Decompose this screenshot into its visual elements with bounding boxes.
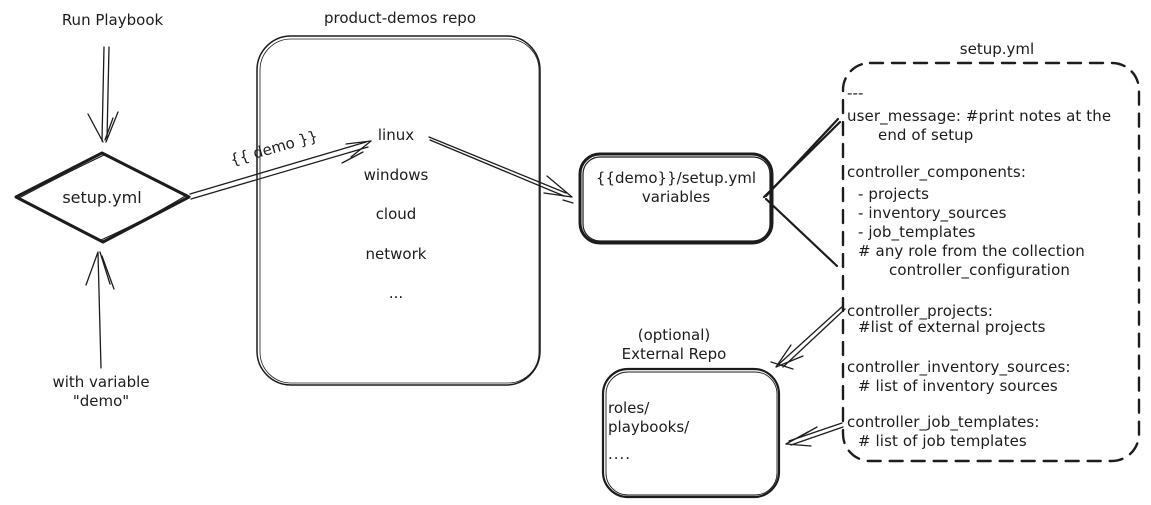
repo-item-list: linux windows cloud network ...	[336, 126, 456, 324]
run-playbook-arrow	[87, 46, 119, 143]
yaml-line: - projects	[858, 185, 930, 203]
product-demos-repo-box-shape	[256, 35, 541, 386]
with-variable-line1: with variable	[52, 373, 150, 391]
with-variable-line2: "demo"	[72, 391, 130, 410]
yaml-line: # list of inventory sources	[858, 377, 1058, 395]
external-repo-title: (optional) External Repo	[604, 326, 744, 364]
repo-item-windows: windows	[363, 165, 429, 184]
product-demos-repo-title: product-demos repo	[324, 9, 476, 27]
yaml-line: user_message: #print notes at the	[847, 107, 1112, 125]
yaml-line: ---	[847, 84, 864, 102]
variables-box-label: {{demo}}/setup.yml variables	[586, 169, 766, 207]
yaml-line: controller_projects:	[847, 302, 993, 320]
with-variable-label: with variable "demo"	[40, 373, 162, 411]
repo-item-ellipsis: ...	[388, 284, 404, 302]
variables-box-line1: {{demo}}/setup.yml	[595, 169, 757, 187]
projects-to-external-arrow	[770, 305, 846, 370]
yaml-line: controller_configuration	[889, 261, 1070, 279]
setup-yml-diamond-shape	[14, 151, 191, 244]
setup-yml-content: --- user_message: #print notes at the en…	[847, 84, 1139, 451]
external-repo-box-shape	[601, 367, 781, 499]
setup-yml-dashed-box-shape	[841, 61, 1141, 463]
yaml-line: # list of job templates	[858, 432, 1027, 450]
repo-item-network: network	[365, 244, 427, 263]
with-variable-arrow	[85, 251, 115, 369]
variables-box-shape	[578, 152, 774, 245]
yaml-line: controller_inventory_sources:	[847, 358, 1071, 376]
job-templates-to-external-arrow	[785, 422, 844, 447]
yaml-line: #list of external projects	[858, 318, 1046, 336]
external-repo-title-line2: External Repo	[621, 344, 727, 363]
setup-yml-box-title: setup.yml	[959, 40, 1035, 58]
demo-arrow	[189, 140, 372, 200]
yaml-line: - inventory_sources	[858, 204, 1007, 222]
yaml-line: # any role from the collection	[858, 242, 1085, 260]
external-repo-item-ellipsis: ....	[608, 445, 632, 463]
variables-to-yaml-lines	[762, 117, 842, 268]
repo-item-cloud: cloud	[375, 205, 417, 223]
yaml-line: - job_templates	[858, 223, 976, 241]
setup-yml-diamond-label: setup.yml	[62, 188, 142, 207]
external-repo-item-list: roles/ playbooks/ ....	[608, 399, 689, 464]
external-repo-item-playbooks: playbooks/	[608, 418, 690, 436]
linux-to-variables-arrow	[428, 136, 574, 204]
run-playbook-label: Run Playbook	[61, 11, 164, 29]
repo-item-linux: linux	[377, 126, 415, 144]
external-repo-item-roles: roles/	[608, 399, 650, 417]
yaml-line: controller_job_templates:	[847, 413, 1040, 431]
yaml-line: end of setup	[878, 126, 974, 144]
external-repo-title-line1: (optional)	[637, 326, 711, 344]
variables-box-line2: variables	[641, 187, 711, 206]
yaml-line: controller_components:	[847, 163, 1026, 181]
